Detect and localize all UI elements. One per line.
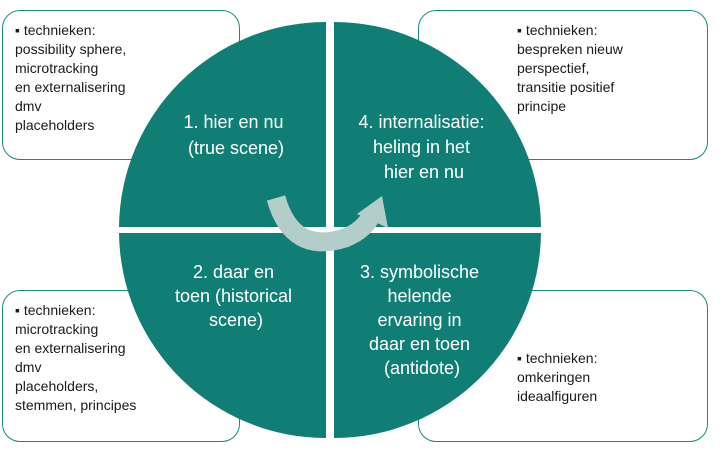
box-line: stemmen, principes: [15, 397, 137, 413]
box-line: ▪ technieken:: [15, 302, 96, 318]
quadrant-label-2: 2. daar en toen (historical scene): [175, 262, 297, 330]
label-line: (true scene): [188, 138, 284, 158]
quadrant-label-4: 4. internalisatie: heling in het hier en…: [358, 112, 489, 182]
label-line: 1. hier en nu: [183, 112, 283, 132]
box-line: microtracking: [15, 60, 99, 76]
label-line: hier en nu: [384, 162, 464, 182]
label-line: daar en toen: [369, 334, 470, 354]
curved-arrow-icon: [266, 195, 388, 252]
quadrant-label-1: 1. hier en nu (true scene): [183, 112, 288, 158]
label-line: helende: [387, 286, 451, 306]
label-line: toen (historical: [175, 286, 292, 306]
quadrant-bottom-right: [334, 233, 541, 438]
box-line: dmv: [15, 359, 42, 375]
label-line: (antidote): [384, 358, 460, 378]
label-line: heling in het: [373, 137, 470, 157]
quadrant-top-right: [334, 22, 541, 227]
box-line: possibility sphere,: [15, 41, 127, 57]
box-line: bespreken nieuw: [517, 41, 623, 57]
box-line: ▪ technieken:: [517, 22, 598, 38]
box-line: ideaalfiguren: [517, 388, 598, 404]
label-line: 2. daar en: [193, 262, 274, 282]
label-line: ervaring in: [377, 310, 461, 330]
box-line: placeholders: [15, 117, 95, 133]
label-line: scene): [209, 310, 263, 330]
label-line: 3. symbolische: [360, 262, 479, 282]
circle-quadrants: [119, 22, 541, 438]
box-line: dmv: [15, 98, 42, 114]
box-line: transitie positief: [517, 79, 615, 95]
label-line: 4. internalisatie:: [358, 112, 484, 132]
box-line: ▪ technieken:: [517, 350, 598, 366]
quadrant-label-3: 3. symbolische helende ervaring in daar …: [360, 262, 484, 378]
box-line: en externalisering: [15, 340, 126, 356]
box-line: placeholders,: [15, 378, 99, 394]
quadrant-bottom-left: [119, 233, 326, 438]
box-line: perspectief,: [517, 60, 590, 76]
box-line: principe: [517, 98, 567, 114]
quadrant-top-left: [119, 22, 326, 227]
box-line: en externalisering: [15, 79, 126, 95]
box-line: ▪ technieken:: [15, 22, 96, 38]
box-line: omkeringen: [517, 369, 591, 385]
box-line: microtracking: [15, 321, 99, 337]
